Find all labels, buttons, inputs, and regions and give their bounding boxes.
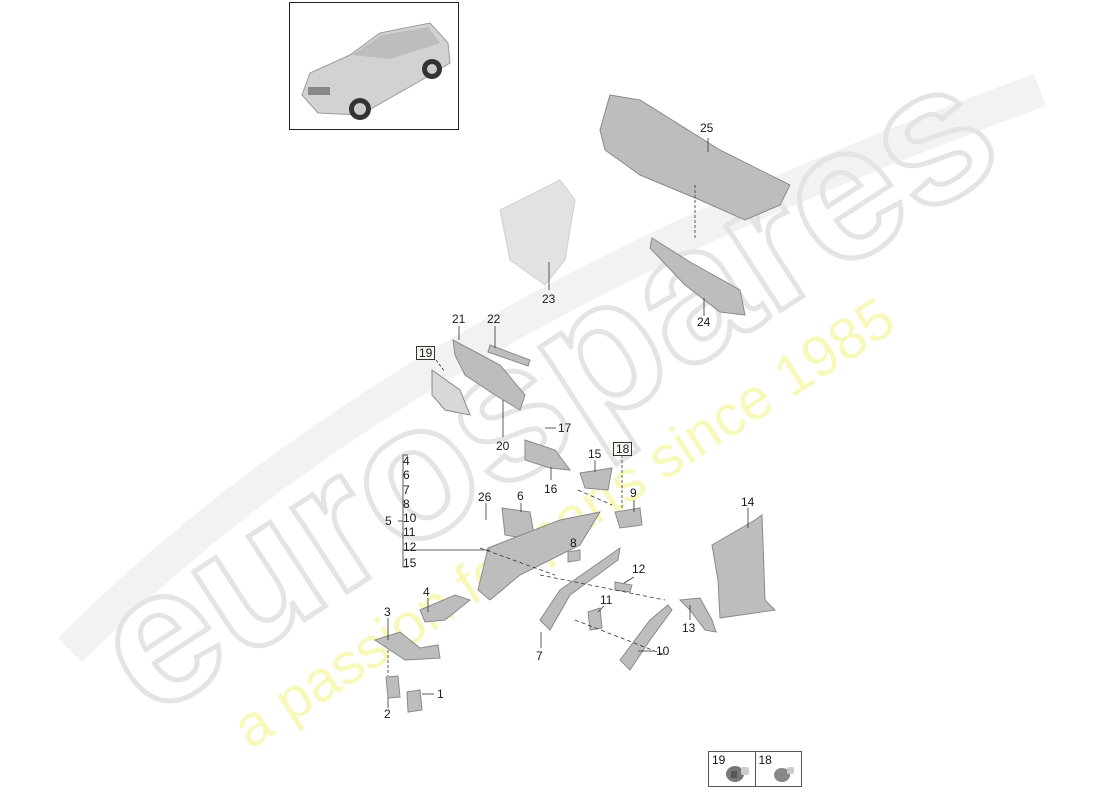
callout-7[interactable]: 7 xyxy=(536,649,543,663)
part-5-main xyxy=(477,511,602,601)
part-2-bracket xyxy=(385,675,401,699)
part-3-bracket xyxy=(373,631,441,661)
callout-20[interactable]: 20 xyxy=(496,439,510,453)
callout-12[interactable]: 12 xyxy=(632,562,646,576)
ref-cell-19[interactable]: 19 xyxy=(709,752,756,786)
suv-icon xyxy=(301,22,451,120)
part-9-bracket xyxy=(614,507,643,529)
callout-13[interactable]: 13 xyxy=(682,621,696,635)
group-member[interactable]: 10 xyxy=(403,511,417,526)
group-member[interactable]: 11 xyxy=(403,525,416,540)
callout-5[interactable]: 5 xyxy=(385,514,392,528)
callout-18-boxed[interactable]: 18 xyxy=(613,442,633,456)
part-22-strip xyxy=(487,344,531,367)
callout-4[interactable]: 4 xyxy=(423,585,430,599)
callout-22[interactable]: 22 xyxy=(487,312,501,326)
part-24-bracket xyxy=(649,237,746,316)
callout-11[interactable]: 11 xyxy=(600,593,613,607)
ref-label-18: 18 xyxy=(758,753,772,767)
callout-15[interactable]: 15 xyxy=(588,447,602,461)
callout-1[interactable]: 1 xyxy=(437,687,444,701)
callout-19-boxed[interactable]: 19 xyxy=(416,346,436,360)
group-member[interactable]: 8 xyxy=(403,496,410,511)
callout-2[interactable]: 2 xyxy=(384,707,391,721)
part-23-support xyxy=(499,179,576,286)
callout-14[interactable]: 14 xyxy=(741,495,755,509)
part-20-bracket xyxy=(431,369,471,416)
callout-17[interactable]: 17 xyxy=(558,421,572,435)
callout-24[interactable]: 24 xyxy=(697,315,711,329)
callout-26[interactable]: 26 xyxy=(478,490,492,504)
part-15-plate xyxy=(579,467,613,491)
group-member[interactable]: 12 xyxy=(403,539,417,554)
group-member[interactable]: 4 xyxy=(403,454,410,468)
part-14-pillar xyxy=(711,514,777,619)
callout-6[interactable]: 6 xyxy=(517,489,524,503)
part-21-panel xyxy=(452,339,526,411)
vehicle-thumbnail xyxy=(289,2,459,130)
part-16-bracket xyxy=(524,439,572,471)
group-separate-member[interactable]: 15 xyxy=(403,556,417,571)
part-12-clip xyxy=(614,581,633,593)
part-8-clip xyxy=(567,549,581,563)
callout-10[interactable]: 10 xyxy=(656,644,670,658)
callout-8[interactable]: 8 xyxy=(570,536,577,550)
callout-16[interactable]: 16 xyxy=(544,482,558,496)
part-1-bracket xyxy=(406,689,423,713)
part-7-rail xyxy=(539,546,621,631)
group-5-member-list: 4 6 7 8 10 11 12 15 xyxy=(403,454,416,570)
callout-9[interactable]: 9 xyxy=(630,486,637,500)
plug-grommet-icon xyxy=(773,767,794,782)
callout-25[interactable]: 25 xyxy=(700,121,714,135)
part-10-arch xyxy=(619,604,673,671)
ref-cell-18[interactable]: 18 xyxy=(756,752,802,786)
callout-21[interactable]: 21 xyxy=(452,312,466,326)
grommet-clip-icon xyxy=(726,766,749,782)
fastener-reference-table: 19 18 xyxy=(708,751,802,787)
callout-3[interactable]: 3 xyxy=(384,605,391,619)
part-25-cowl-panel xyxy=(599,94,791,221)
callout-23[interactable]: 23 xyxy=(542,292,556,306)
ref-label-19: 19 xyxy=(712,753,726,767)
group-member[interactable]: 7 xyxy=(403,482,410,497)
group-member[interactable]: 6 xyxy=(403,468,410,483)
part-4-plate xyxy=(419,594,472,623)
part-11-bracket xyxy=(587,607,603,631)
